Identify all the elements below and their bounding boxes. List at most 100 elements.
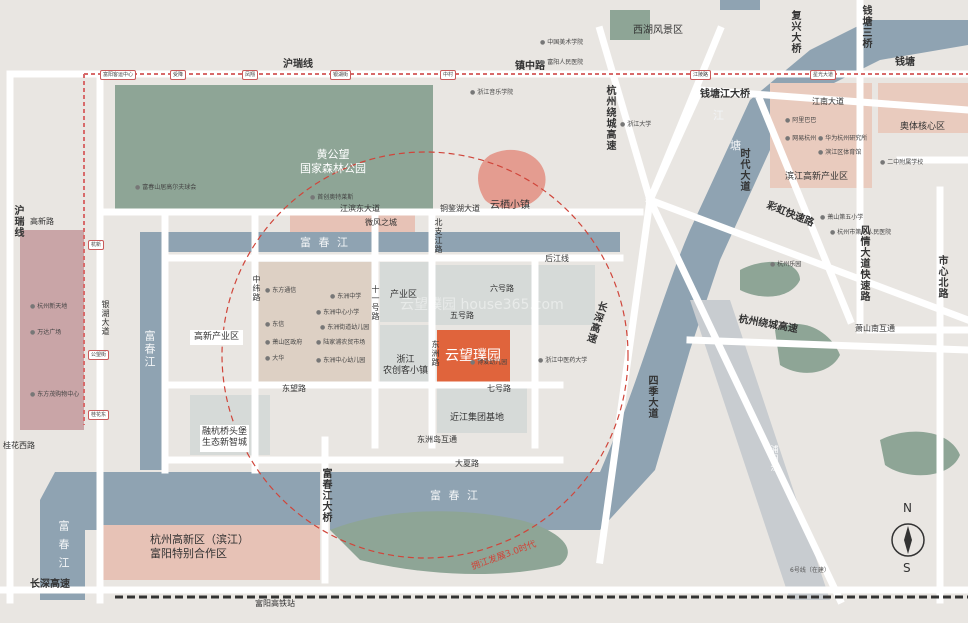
poi-outlets: 首创奥特莱斯 [310, 195, 353, 201]
watermark: 云望璞园 house365.com [400, 297, 564, 313]
area-weifeng: 微风之城 [365, 218, 397, 227]
zone-yunqi [478, 149, 546, 209]
river-top [720, 0, 760, 10]
road-siershen: 四季大道 [646, 375, 657, 419]
zone-chanye [380, 262, 430, 322]
station-zhongcun: 中村 [440, 70, 457, 80]
zone-east-green2 [775, 324, 840, 373]
poi-xiaoshan-5th: 萧山第五小学 [820, 215, 863, 221]
station-jiangling: 江陵路 [690, 70, 712, 80]
poi-lujiapu-market: 陆家浦农贸市场 [316, 340, 365, 346]
compass-south: S [903, 561, 911, 575]
poi-binjiang-stadium: 滨江区体育馆 [818, 150, 861, 156]
river-label-puyang: 浦阳江 [770, 445, 779, 472]
station-fengxiang: 凤翔 [242, 70, 259, 80]
poi-dongfang-comm: 东信 [265, 322, 284, 328]
station-guihuadong: 桂花东 [88, 410, 110, 420]
road-houjiang: 后江线 [545, 254, 569, 263]
poi-wanda: 万达广场 [30, 330, 61, 336]
radius-circle [221, 151, 629, 559]
poi-boai-kinder: 博爱幼儿园 [470, 360, 507, 366]
road-daxia: 大夏路 [455, 459, 479, 468]
road-xiaonan: 萧山南互通 [855, 324, 895, 333]
station-hangxin: 杭新 [88, 240, 105, 250]
road-zhongwei: 中纬路 [252, 275, 261, 302]
zone-bottom [97, 525, 320, 580]
road-qiantang-sanqiao: 钱塘三桥 [860, 5, 871, 49]
road-zhenzhong: 镇中路 [515, 61, 545, 72]
road-dongzhou-v: 东洲路 [431, 340, 440, 367]
zone-east-green1 [740, 261, 800, 297]
poi-xintiandi: 杭州新天地 [30, 304, 67, 310]
poi-tcm-university: 浙江中医药大学 [538, 358, 587, 364]
station-fuyang-high: 富阳高铁站 [255, 599, 295, 608]
zone-park [115, 85, 433, 210]
river-puyang [690, 300, 830, 600]
poi-dongfangmao: 东方茂购物中心 [30, 392, 79, 398]
poi-alibaba: 阿里巴巴 [785, 118, 816, 124]
zone-agri [380, 325, 435, 385]
river-label-2: 富春江 [143, 330, 156, 369]
area-olympic: 奥体核心区 [900, 122, 946, 132]
road-changshen-bottom: 长深高速 [30, 579, 70, 590]
area-gaoxin: 高新产业区 [190, 330, 244, 346]
area-tech: 融杭桥头堡 生态新智城 [200, 425, 250, 452]
poi-dongzhou-kinder: 东洲街道幼儿园 [320, 325, 369, 331]
road-fuchun-bridge: 富春江大桥 [320, 468, 331, 523]
poi-netease: 网易杭州 [785, 136, 816, 142]
road-wuhao: 五号路 [450, 311, 474, 320]
poi-school-2: 二中附属学校 [880, 160, 923, 166]
river-label-jiang: 江 [713, 109, 726, 122]
road-tongjian: 铜鉴湖大道 [440, 204, 480, 213]
area-binjiang: 滨江高新产业区 [785, 172, 849, 182]
river-label-tang: 塘 [730, 139, 743, 152]
poi-dongxin: 大华 [265, 356, 284, 362]
area-park: 黄公望 国家森林公园 [300, 148, 366, 175]
compass [891, 523, 925, 557]
compass-north: N [903, 501, 912, 515]
area-xihu: 西湖风景区 [633, 25, 683, 36]
zone-chanye2 [435, 265, 595, 325]
poi-dahua: 萧山区政府 [265, 340, 302, 346]
station-yinhujie: 银湖街 [330, 70, 352, 80]
road-hurui: 沪瑞线 [283, 59, 313, 70]
road-yinhu: 银湖大道 [101, 300, 110, 336]
poi-fuyang-hospital: 富阳人民医院 [540, 60, 583, 66]
river-label-1: 富 春 江 [300, 236, 350, 249]
poi-china-academy-art: 中国美术学院 [540, 40, 583, 46]
poi-huawei: 华为杭州研究所 [818, 136, 867, 142]
road-liuhao: 六号路 [490, 284, 514, 293]
poi-zhejiang-music: 浙江音乐学院 [470, 90, 513, 96]
road-raocheng: 杭州绕城高速 [604, 85, 615, 151]
road-qiantang-bridge: 钱塘江大桥 [700, 89, 750, 100]
road-qiantang: 钱塘 [895, 57, 915, 68]
poi-xiaoshan-govt: 杭州市第七人民医院 [830, 230, 891, 236]
road-jiangnan: 江南大道 [812, 97, 844, 106]
station-xingguang: 星光大道 [810, 70, 837, 80]
poi-golf: 富春山居高尔夫球会 [135, 185, 196, 191]
area-bottom-zone: 杭州高新区（滨江） 富阳特别合作区 [150, 533, 249, 560]
road-qihao: 七号路 [487, 384, 511, 393]
road-dongwang: 东望路 [282, 384, 306, 393]
poi-dongzhou-center-kinder: 东洲中心幼儿园 [316, 358, 365, 364]
station-gongwang: 公望街 [88, 350, 110, 360]
area-chanye: 产业区 [390, 290, 418, 300]
road-jiangbin: 江滨东大道 [340, 204, 380, 213]
river-label-3: 富 春 江 [430, 489, 480, 502]
poi-hangzhou-paradise: 杭州乐园 [770, 262, 801, 268]
poi-dongzhou-primary: 东洲中心小学 [316, 310, 359, 316]
station-fuyang-keyun: 富阳客运中心 [100, 70, 137, 80]
river-fuchun-main [330, 20, 968, 530]
road-shixin: 市心北路 [936, 255, 947, 299]
area-jinjiang: 近江集团基地 [450, 413, 505, 423]
project-block [437, 330, 510, 385]
road-fengqing: 风情大道快速路 [858, 225, 869, 302]
road-dongzhoudao: 东洲岛互通 [417, 435, 457, 444]
station-shoujiang: 受降 [170, 70, 187, 80]
zone-jinjiang [437, 388, 527, 433]
zone-weifeng [290, 215, 415, 232]
legend-line6: 6号线（在建） [790, 567, 830, 574]
poi-honghua: 东方通信 [265, 288, 296, 294]
poi-dongzhou-middle: 东洲中学 [330, 294, 361, 300]
